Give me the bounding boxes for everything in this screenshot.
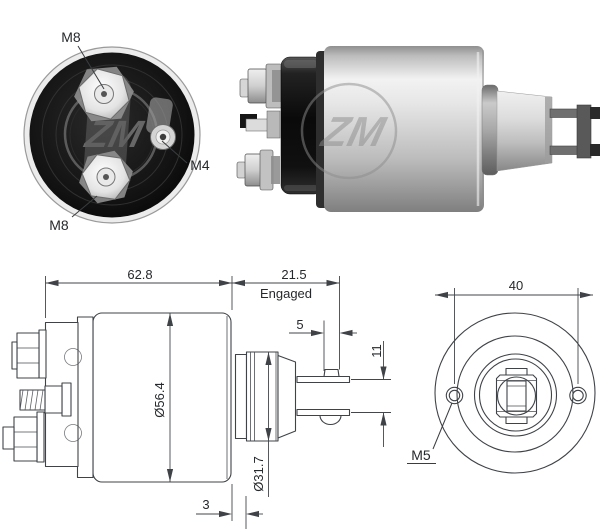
end-view: ZM M8 M4 M8 (23, 29, 210, 233)
center-plunger-detail (495, 367, 538, 425)
photo-terminal-bolts (236, 63, 283, 191)
watermark-letters: ZM (316, 109, 391, 156)
dim-hole-spacing-text: 40 (509, 278, 523, 293)
side-view-outline (2, 312, 351, 483)
leader-m4 (161, 140, 188, 164)
travel-state-text: Engaged (260, 286, 312, 301)
mounting-hole-left (445, 386, 464, 405)
dim-rod-tip: 5 (289, 317, 357, 371)
terminal-m4 (150, 124, 176, 150)
label-terminal-bottom: M8 (49, 217, 69, 233)
dim-fork-height: 11 (351, 341, 391, 447)
front-view-drawing: 40 M5 (407, 278, 596, 474)
dim-body-length: 62.8 (45, 267, 233, 318)
dim-body-diameter: Ø56.4 (152, 313, 174, 482)
label-terminal-top: M8 (61, 29, 81, 45)
dim-body-length-text: 62.8 (127, 267, 152, 282)
dim-body-diameter-text: Ø56.4 (152, 382, 167, 417)
photo-step-ring (481, 84, 499, 176)
terminal-m8-bottom (79, 150, 133, 204)
product-photo: ZM (236, 46, 600, 212)
dim-plunger-travel: 21.5 Engaged (232, 267, 340, 370)
watermark-circle-icon (300, 82, 398, 180)
dim-flange: 3 (196, 484, 263, 529)
front-view-outline (434, 312, 596, 474)
photo-watermark: ZM (300, 82, 398, 180)
label-terminal-side: M4 (190, 157, 210, 173)
dim-hole-thread: M5 (407, 402, 453, 464)
dim-fork-height-text: 11 (369, 344, 384, 358)
photo-frustum-end (545, 97, 552, 163)
dim-plunger-travel-text: 21.5 (281, 267, 306, 282)
dim-front-diameter-text: Ø31.7 (251, 456, 266, 491)
terminal-m8-top (74, 66, 134, 122)
photo-plunger-fork (549, 104, 600, 159)
dim-front-diameter: Ø31.7 (251, 352, 272, 497)
leader-m8-bottom (71, 195, 98, 218)
leader-m8-top (77, 45, 105, 90)
photo-front-frustum (496, 90, 553, 172)
mounting-hole-right (569, 386, 587, 405)
side-view-drawing: 62.8 21.5 Engaged 5 11 (2, 267, 391, 529)
dim-rod-tip-text: 5 (296, 317, 303, 332)
dim-flange-text: 3 (202, 497, 209, 512)
dim-hole-spacing: 40 (435, 278, 593, 384)
dim-hole-thread-text: M5 (411, 447, 431, 463)
